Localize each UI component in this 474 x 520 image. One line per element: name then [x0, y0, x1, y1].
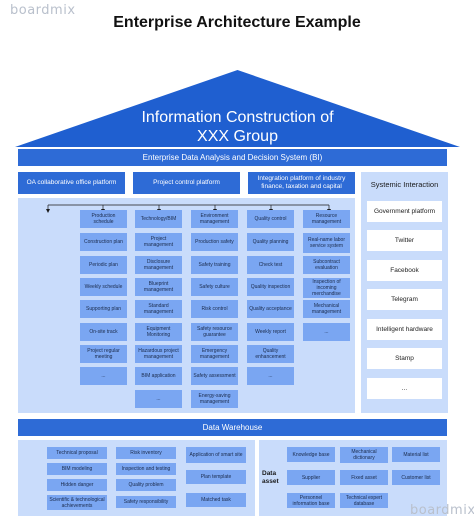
- systemic-item: ...: [367, 378, 442, 399]
- warehouse-cell: Risk inventory: [116, 447, 176, 459]
- asset-cell: Personnel information base: [287, 493, 335, 508]
- roof-title-line1: Information Construction of: [141, 109, 334, 126]
- systemic-item: Intelligent hardware: [367, 319, 442, 340]
- module-cell: Weekly schedule: [80, 278, 127, 296]
- module-cell: ...: [247, 367, 294, 385]
- data-warehouse-bar: Data Warehouse: [18, 419, 447, 436]
- module-cell: Periodic plan: [80, 256, 127, 274]
- warehouse-cell: BIM modeling: [47, 463, 107, 475]
- platform-oa: OA collaborative office platform: [18, 172, 125, 194]
- brand-logo: boardmix: [10, 3, 76, 18]
- module-cell: Quality planning: [247, 233, 294, 251]
- asset-cell: Customer list: [392, 470, 440, 485]
- asset-cell: Knowledge base: [287, 447, 335, 462]
- module-cell: Blueprint management: [135, 278, 182, 296]
- module-cell: ...: [303, 323, 350, 341]
- platform-integration: Integration platform of industry finance…: [248, 172, 355, 194]
- warehouse-cell: Quality problem: [116, 479, 176, 491]
- module-cell: Technology/BIM: [135, 210, 182, 228]
- module-cell: ...: [135, 390, 182, 408]
- warehouse-cell: Technical proposal: [47, 447, 107, 459]
- module-cell: Safety training: [191, 256, 238, 274]
- warehouse-cell: Safety responsibility: [116, 496, 176, 508]
- module-cell: Standard management: [135, 300, 182, 318]
- page-title: Enterprise Architecture Example: [113, 14, 361, 31]
- main-modules-panel: [18, 198, 355, 413]
- module-cell: BIM application: [135, 367, 182, 385]
- roof-title: Information Construction of XXX Group: [15, 108, 460, 146]
- roof-title-line2: XXX Group: [197, 128, 278, 145]
- asset-cell: Material list: [392, 447, 440, 462]
- module-cell: Weekly report: [247, 323, 294, 341]
- module-cell: Production schedule: [80, 210, 127, 228]
- module-cell: Production safety: [191, 233, 238, 251]
- brand-logo-bottom: boardmix: [410, 503, 474, 518]
- warehouse-cell: Application of smart site: [186, 447, 246, 463]
- module-cell: Project regular meeting: [80, 345, 127, 363]
- module-cell: Construction plan: [80, 233, 127, 251]
- module-cell: Safety culture: [191, 278, 238, 296]
- systemic-item: Twitter: [367, 230, 442, 251]
- module-cell: ...: [80, 367, 127, 385]
- module-cell: Risk control: [191, 300, 238, 318]
- platform-project-control: Project control platform: [133, 172, 240, 194]
- systemic-item: Telegram: [367, 289, 442, 310]
- warehouse-cell: Inspection and testing: [116, 463, 176, 475]
- systemic-interaction-panel: Systemic Interaction Government platform…: [361, 172, 448, 413]
- data-asset-label: Data asset: [262, 470, 279, 485]
- module-cell: Real-name labor service system: [303, 233, 350, 253]
- asset-cell: Technical expert database: [340, 493, 388, 508]
- module-cell: Hazardous project management: [135, 345, 182, 363]
- warehouse-cell: Hidden danger: [47, 479, 107, 491]
- asset-cell: Supplier: [287, 470, 335, 485]
- module-cell: Inspection of incoming merchandise: [303, 278, 350, 298]
- systemic-item: Facebook: [367, 260, 442, 281]
- roof-shape: [15, 70, 460, 147]
- module-cell: Supporting plan: [80, 300, 127, 318]
- module-cell: Check test: [247, 256, 294, 274]
- module-cell: Equipment Monitoring: [135, 323, 182, 341]
- module-cell: Quality control: [247, 210, 294, 228]
- module-cell: Mechanical management: [303, 300, 350, 318]
- module-cell: Emergency management: [191, 345, 238, 363]
- module-cell: Energy-saving management: [191, 390, 238, 408]
- warehouse-cell: Plan template: [186, 470, 246, 484]
- module-cell: Environment management: [191, 210, 238, 228]
- warehouse-cell: Matched task: [186, 493, 246, 507]
- module-cell: Quality enhancement: [247, 345, 294, 363]
- warehouse-cell: Scientific & technological achievements: [47, 495, 107, 510]
- systemic-item: Government platform: [367, 201, 442, 222]
- asset-cell: Mechanical dictionary: [340, 447, 388, 463]
- asset-cell: Fixed asset: [340, 470, 388, 485]
- module-cell: Quality inspection: [247, 278, 294, 296]
- module-cell: Project management: [135, 233, 182, 251]
- module-cell: Safety assessment: [191, 367, 238, 385]
- systemic-interaction-title: Systemic Interaction: [370, 180, 439, 189]
- module-cell: Disclosure management: [135, 256, 182, 274]
- module-cell: Subcontract evaluation: [303, 256, 350, 274]
- module-cell: Quality acceptance: [247, 300, 294, 318]
- bi-system-bar: Enterprise Data Analysis and Decision Sy…: [18, 149, 447, 166]
- module-cell: On-site track: [80, 323, 127, 341]
- systemic-item: Stamp: [367, 348, 442, 369]
- module-cell: Safety resource guarantee: [191, 323, 238, 341]
- module-cell: Resource management: [303, 210, 350, 228]
